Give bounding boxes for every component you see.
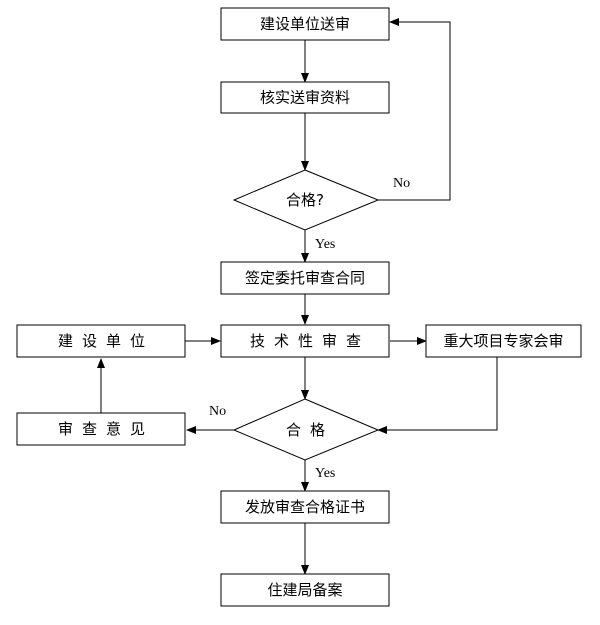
node-submit: 建设单位送审 bbox=[220, 7, 390, 41]
arrow-expert-to-check2 bbox=[377, 357, 498, 434]
connectors bbox=[97, 18, 498, 575]
decision-check1: 合格? bbox=[232, 169, 380, 231]
node-opinion: 审查意见 bbox=[16, 412, 186, 446]
node-tech-review-label: 技术性审查 bbox=[250, 332, 370, 350]
node-tech-review: 技术性审查 bbox=[220, 324, 390, 358]
edge-label-no-bottom: No bbox=[209, 404, 226, 419]
node-expert-review-label: 重大项目专家会审 bbox=[443, 332, 563, 350]
edge-label-yes-top: Yes bbox=[315, 237, 335, 252]
edge-label-no-top: No bbox=[393, 176, 410, 191]
node-certificate: 发放审查合格证书 bbox=[220, 490, 390, 524]
decision-check1-label: 合格? bbox=[286, 191, 324, 209]
decision-check2-label: 合格 bbox=[286, 421, 334, 439]
node-submit-label: 建设单位送审 bbox=[260, 15, 350, 33]
node-certificate-label: 发放审查合格证书 bbox=[245, 498, 365, 516]
decision-check2: 合格 bbox=[232, 398, 380, 461]
node-opinion-label: 审查意见 bbox=[58, 420, 154, 438]
node-contract: 签定委托审查合同 bbox=[220, 261, 390, 295]
node-filing: 住建局备案 bbox=[220, 573, 390, 607]
node-filing-label: 住建局备案 bbox=[267, 581, 342, 599]
node-expert-review: 重大项目专家会审 bbox=[425, 324, 582, 358]
node-contract-label: 签定委托审查合同 bbox=[245, 269, 365, 287]
node-verify: 核实送审资料 bbox=[220, 81, 390, 114]
node-builder: 建设单位 bbox=[16, 324, 186, 358]
arrow-check1-no-loop bbox=[378, 18, 451, 201]
node-builder-label: 建设单位 bbox=[58, 332, 154, 350]
node-verify-label: 核实送审资料 bbox=[260, 89, 350, 107]
edge-label-yes-bottom: Yes bbox=[315, 466, 335, 481]
